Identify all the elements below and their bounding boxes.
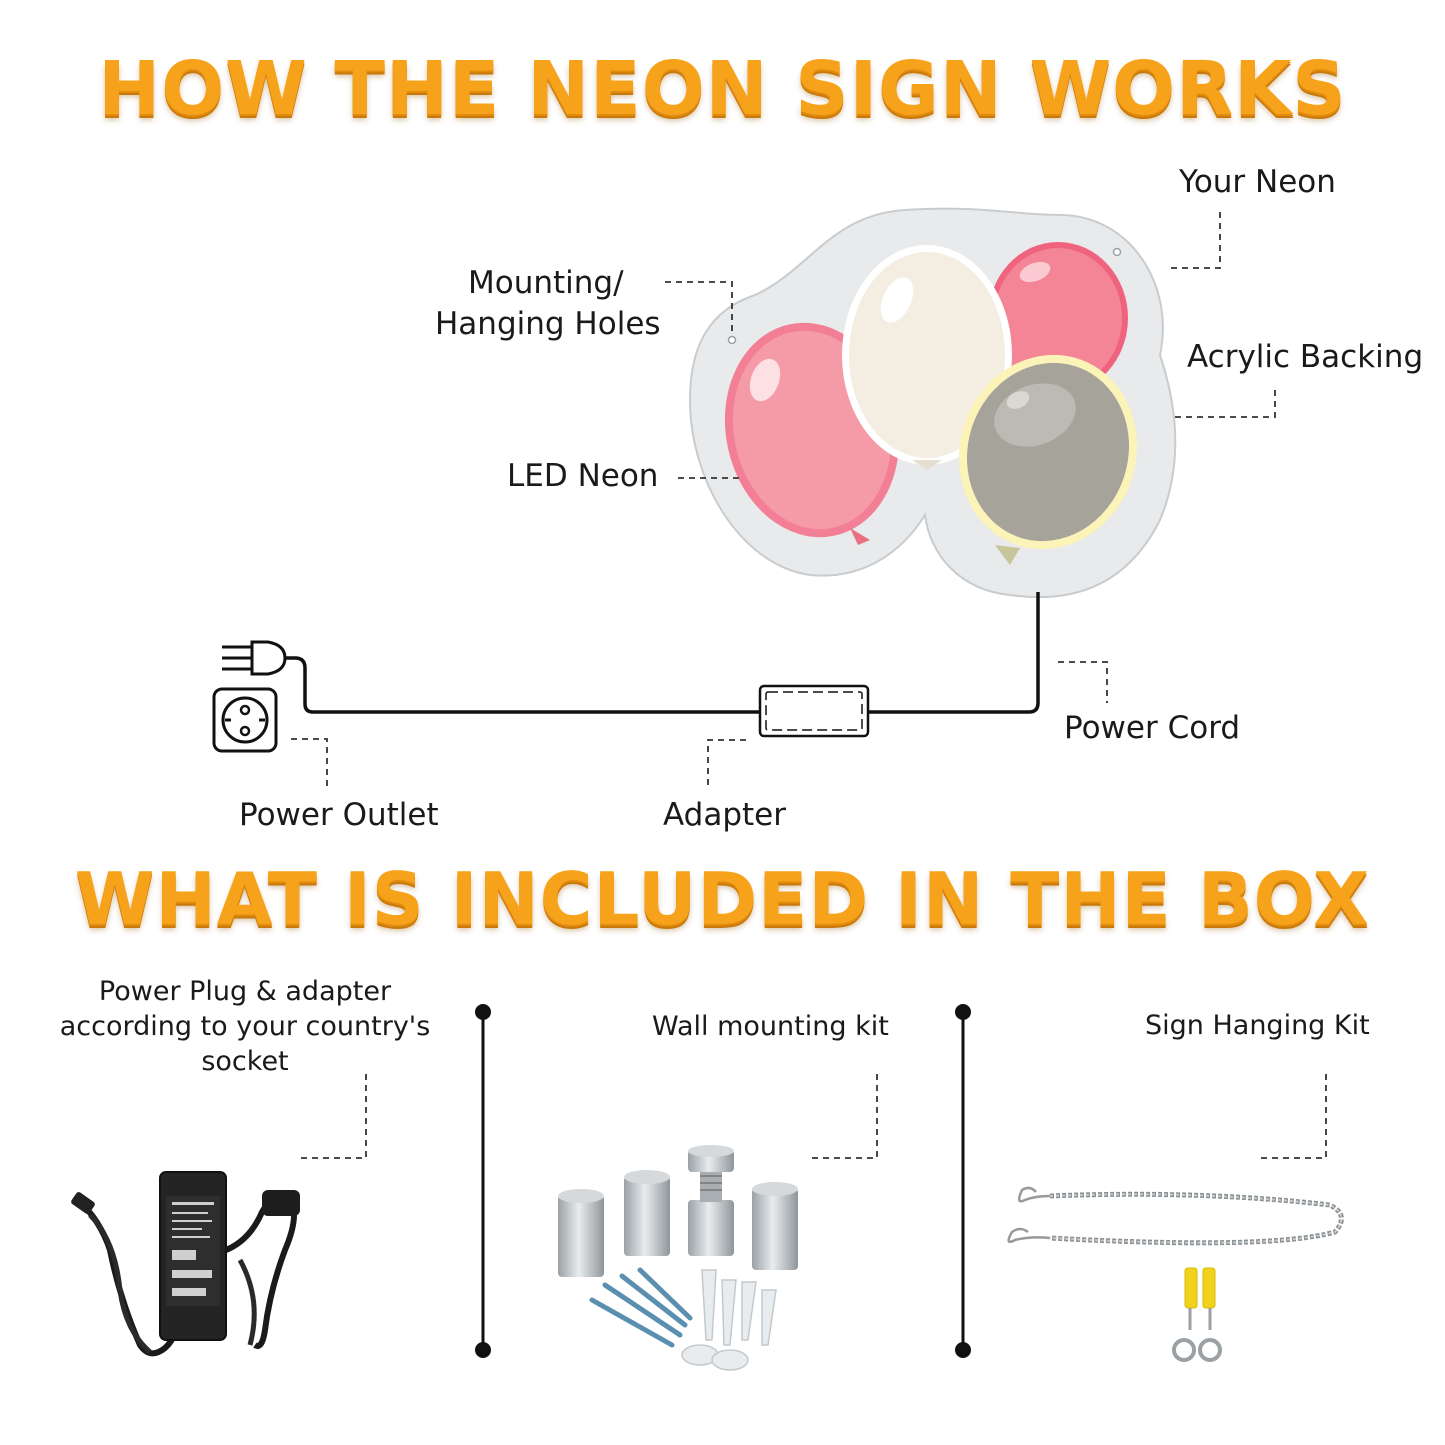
label-plug-line1: Power Plug & adapter — [98, 976, 392, 1007]
section-dividers — [475, 1004, 971, 1358]
balloon-cream — [842, 245, 1012, 470]
label-plug-line2: according to your country's — [59, 1011, 431, 1042]
plug-icon — [222, 640, 287, 676]
power-adapter-photo — [71, 1171, 300, 1357]
label-power-outlet: Power Outlet — [239, 797, 439, 833]
label-your-neon: Your Neon — [1179, 164, 1336, 200]
label-hanging-holes: Hanging Holes — [435, 306, 661, 342]
label-wall-mounting-kit: Wall mounting kit — [652, 1011, 889, 1042]
heading-how-it-works: HOW THE NEON SIGN WORKS — [98, 46, 1347, 132]
heading-included-in-box: WHAT IS INCLUDED IN THE BOX — [75, 857, 1370, 941]
mounting-hole-left — [727, 335, 737, 345]
balloon-grey — [958, 354, 1138, 565]
label-sign-hanging-kit: Sign Hanging Kit — [1145, 1010, 1370, 1041]
power-cord — [285, 592, 1040, 714]
adapter-icon — [758, 684, 870, 738]
label-acrylic-backing: Acrylic Backing — [1187, 339, 1424, 375]
chain-kit-photo — [1007, 1186, 1344, 1362]
label-led-neon: LED Neon — [507, 458, 659, 494]
label-mounting: Mounting/ — [468, 265, 624, 301]
leader-lines — [291, 212, 1327, 1159]
standoff-kit-photo — [558, 1145, 798, 1371]
label-power-cord: Power Cord — [1064, 710, 1241, 746]
socket-icon — [212, 687, 278, 753]
balloon-red — [988, 242, 1128, 394]
mounting-hole-right — [1112, 247, 1122, 257]
label-plug-line3: socket — [201, 1046, 289, 1077]
label-adapter: Adapter — [663, 797, 786, 833]
